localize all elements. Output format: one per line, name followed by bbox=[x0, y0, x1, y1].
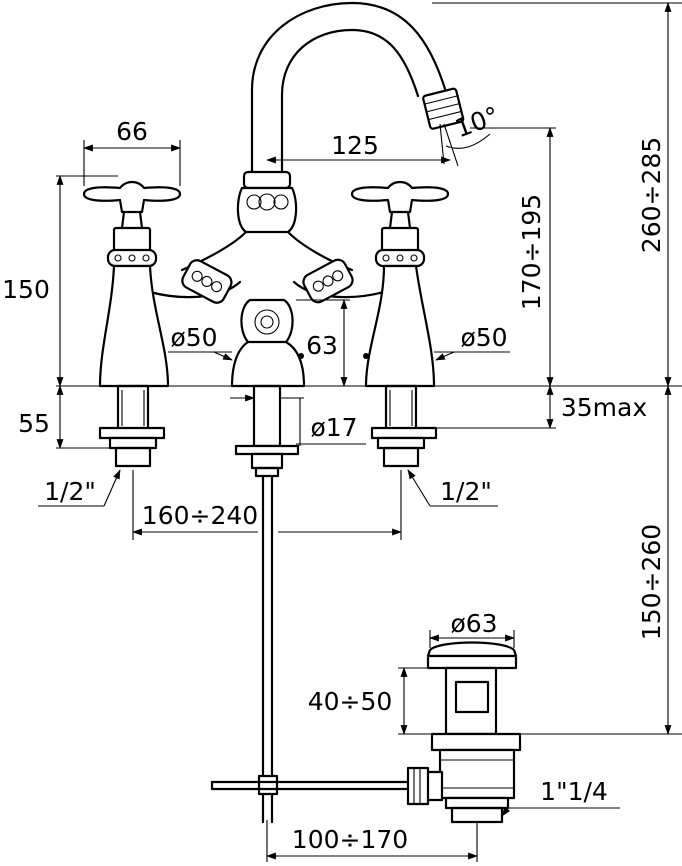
label-thread-left: 1/2" bbox=[44, 477, 96, 506]
dim-waste-thread: 1"1/4 bbox=[501, 777, 620, 817]
label-260-285: 260÷285 bbox=[637, 137, 666, 253]
dim-base-diameters: ø50 ø50 bbox=[168, 323, 510, 361]
label-170-195: 170÷195 bbox=[517, 194, 546, 310]
label-o17: ø17 bbox=[310, 413, 357, 442]
label-o50-left: ø50 bbox=[170, 323, 217, 352]
dim-rod-diameter: ø17 bbox=[230, 394, 366, 446]
label-1-1-4: 1"1/4 bbox=[540, 777, 608, 806]
label-o63: ø63 bbox=[450, 609, 497, 638]
label-40-50: 40÷50 bbox=[308, 687, 393, 716]
pop-up-rod bbox=[210, 474, 412, 824]
label-125: 125 bbox=[331, 131, 379, 160]
label-100-170: 100÷170 bbox=[292, 825, 408, 854]
dim-spout-height: 170÷195 bbox=[470, 127, 556, 387]
dim-total-height: 260÷285 bbox=[637, 2, 672, 387]
right-shank bbox=[370, 384, 438, 468]
dim-center-height: 63 bbox=[296, 299, 350, 387]
reference-lines bbox=[56, 2, 682, 735]
label-150: 150 bbox=[2, 275, 50, 304]
gooseneck-spout bbox=[250, 1, 465, 174]
left-valve bbox=[82, 180, 182, 388]
center-base bbox=[230, 298, 306, 388]
label-o50-right: ø50 bbox=[460, 323, 507, 352]
left-shank bbox=[98, 384, 166, 468]
left-bridge-connector bbox=[181, 259, 233, 304]
dim-spout-reach: 125 10° bbox=[266, 101, 503, 167]
dim-handle-width: 66 bbox=[83, 117, 181, 186]
dim-rod-offset: 100÷170 bbox=[266, 820, 478, 862]
center-shank bbox=[234, 384, 300, 478]
dim-thread-sizes: 1/2" 1/2" bbox=[38, 469, 498, 507]
waste-assembly bbox=[406, 641, 522, 824]
label-66: 66 bbox=[116, 117, 148, 146]
label-55: 55 bbox=[18, 409, 50, 438]
dim-waste-diameter: ø63 bbox=[429, 609, 515, 648]
label-thread-right: 1/2" bbox=[440, 477, 492, 506]
label-150-260: 150÷260 bbox=[637, 524, 666, 640]
right-bridge-connector bbox=[302, 258, 354, 304]
dim-waste-height: 40÷50 bbox=[308, 667, 446, 735]
dim-waste-drop: 150÷260 bbox=[637, 385, 672, 735]
dim-valve-centers: 160÷240 bbox=[132, 470, 402, 540]
dim-handle-height: 150 bbox=[2, 175, 118, 387]
label-160-240: 160÷240 bbox=[142, 501, 258, 530]
dim-max-thickness: 35max bbox=[436, 385, 647, 429]
label-35max: 35max bbox=[561, 393, 647, 422]
label-63: 63 bbox=[306, 331, 338, 360]
dim-shank-length: 55 bbox=[18, 385, 116, 449]
right-valve bbox=[350, 180, 450, 388]
